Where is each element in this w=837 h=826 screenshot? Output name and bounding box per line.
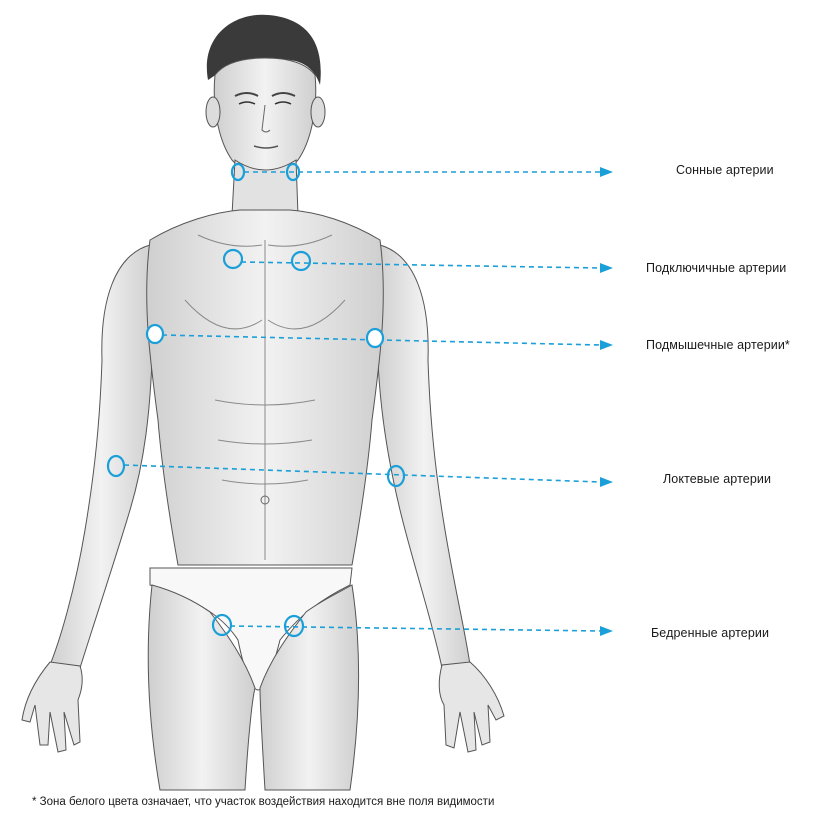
arrow-heads <box>600 167 613 636</box>
arm-left <box>50 245 152 668</box>
subclavian-arrow-icon <box>600 263 613 273</box>
brachial-arrow-icon <box>600 477 613 487</box>
head <box>214 58 316 172</box>
ear-right <box>311 97 325 127</box>
arm-right <box>378 245 470 668</box>
footnote: * Зона белого цвета означает, что участо… <box>32 796 494 808</box>
axillary-marker-right <box>367 329 383 347</box>
hand-left <box>22 662 82 752</box>
ear-left <box>206 97 220 127</box>
carotid-arrow-icon <box>600 167 613 177</box>
label-subclavian: Подключичные артерии <box>646 261 786 275</box>
label-femoral: Бедренные артерии <box>651 626 769 640</box>
hand-right <box>439 662 504 752</box>
axillary-arrow-icon <box>600 340 613 350</box>
axillary-marker-left <box>147 325 163 343</box>
femoral-arrow-icon <box>600 626 613 636</box>
label-carotid: Сонные артерии <box>676 163 774 177</box>
label-brachial: Локтевые артерии <box>663 472 771 486</box>
label-axillary: Подмышечные артерии* <box>646 338 790 352</box>
